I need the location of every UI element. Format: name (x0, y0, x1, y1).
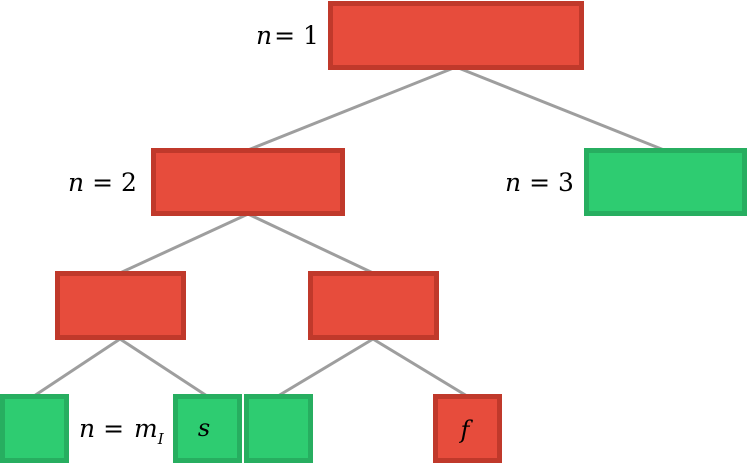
leaf-node-1 (0, 394, 69, 463)
label-n1: n= 1 (256, 21, 319, 50)
edge-right-leaf3 (277, 337, 374, 398)
label-nm-sub: I (157, 430, 165, 448)
edge-left-leaf1 (33, 337, 121, 398)
label-n1-var: n (256, 21, 272, 50)
edge-left-leaf-s (119, 337, 208, 398)
label-nm-m: m (134, 414, 158, 443)
node-level3-left (55, 271, 186, 340)
leaf-node-s (173, 394, 242, 463)
label-n-mi: n = mI (79, 414, 165, 448)
label-nm-eq: = (103, 414, 132, 443)
label-n3: n = 3 (505, 168, 574, 197)
root-node (328, 1, 584, 70)
edge-n2-left (119, 212, 249, 275)
edge-root-n3 (455, 65, 665, 152)
label-n2: n = 2 (68, 168, 137, 197)
tree-edges (33, 65, 665, 398)
edge-n2-right (247, 212, 374, 275)
label-n3-var: n (505, 168, 521, 197)
label-nm-var: n (79, 414, 95, 443)
leaf-node-3 (244, 394, 313, 463)
label-n1-eq: = 1 (274, 21, 319, 50)
label-n2-eq: = 2 (92, 168, 137, 197)
leaf-s-label: s (198, 414, 210, 442)
leaf-node-f (433, 394, 502, 463)
node-n3 (584, 148, 747, 216)
label-n2-var: n (68, 168, 84, 197)
edge-right-leaf-f (372, 337, 468, 398)
edge-root-n2 (247, 65, 457, 152)
node-level3-right (308, 271, 439, 340)
label-n3-eq: = 3 (529, 168, 574, 197)
node-n2 (151, 148, 345, 216)
